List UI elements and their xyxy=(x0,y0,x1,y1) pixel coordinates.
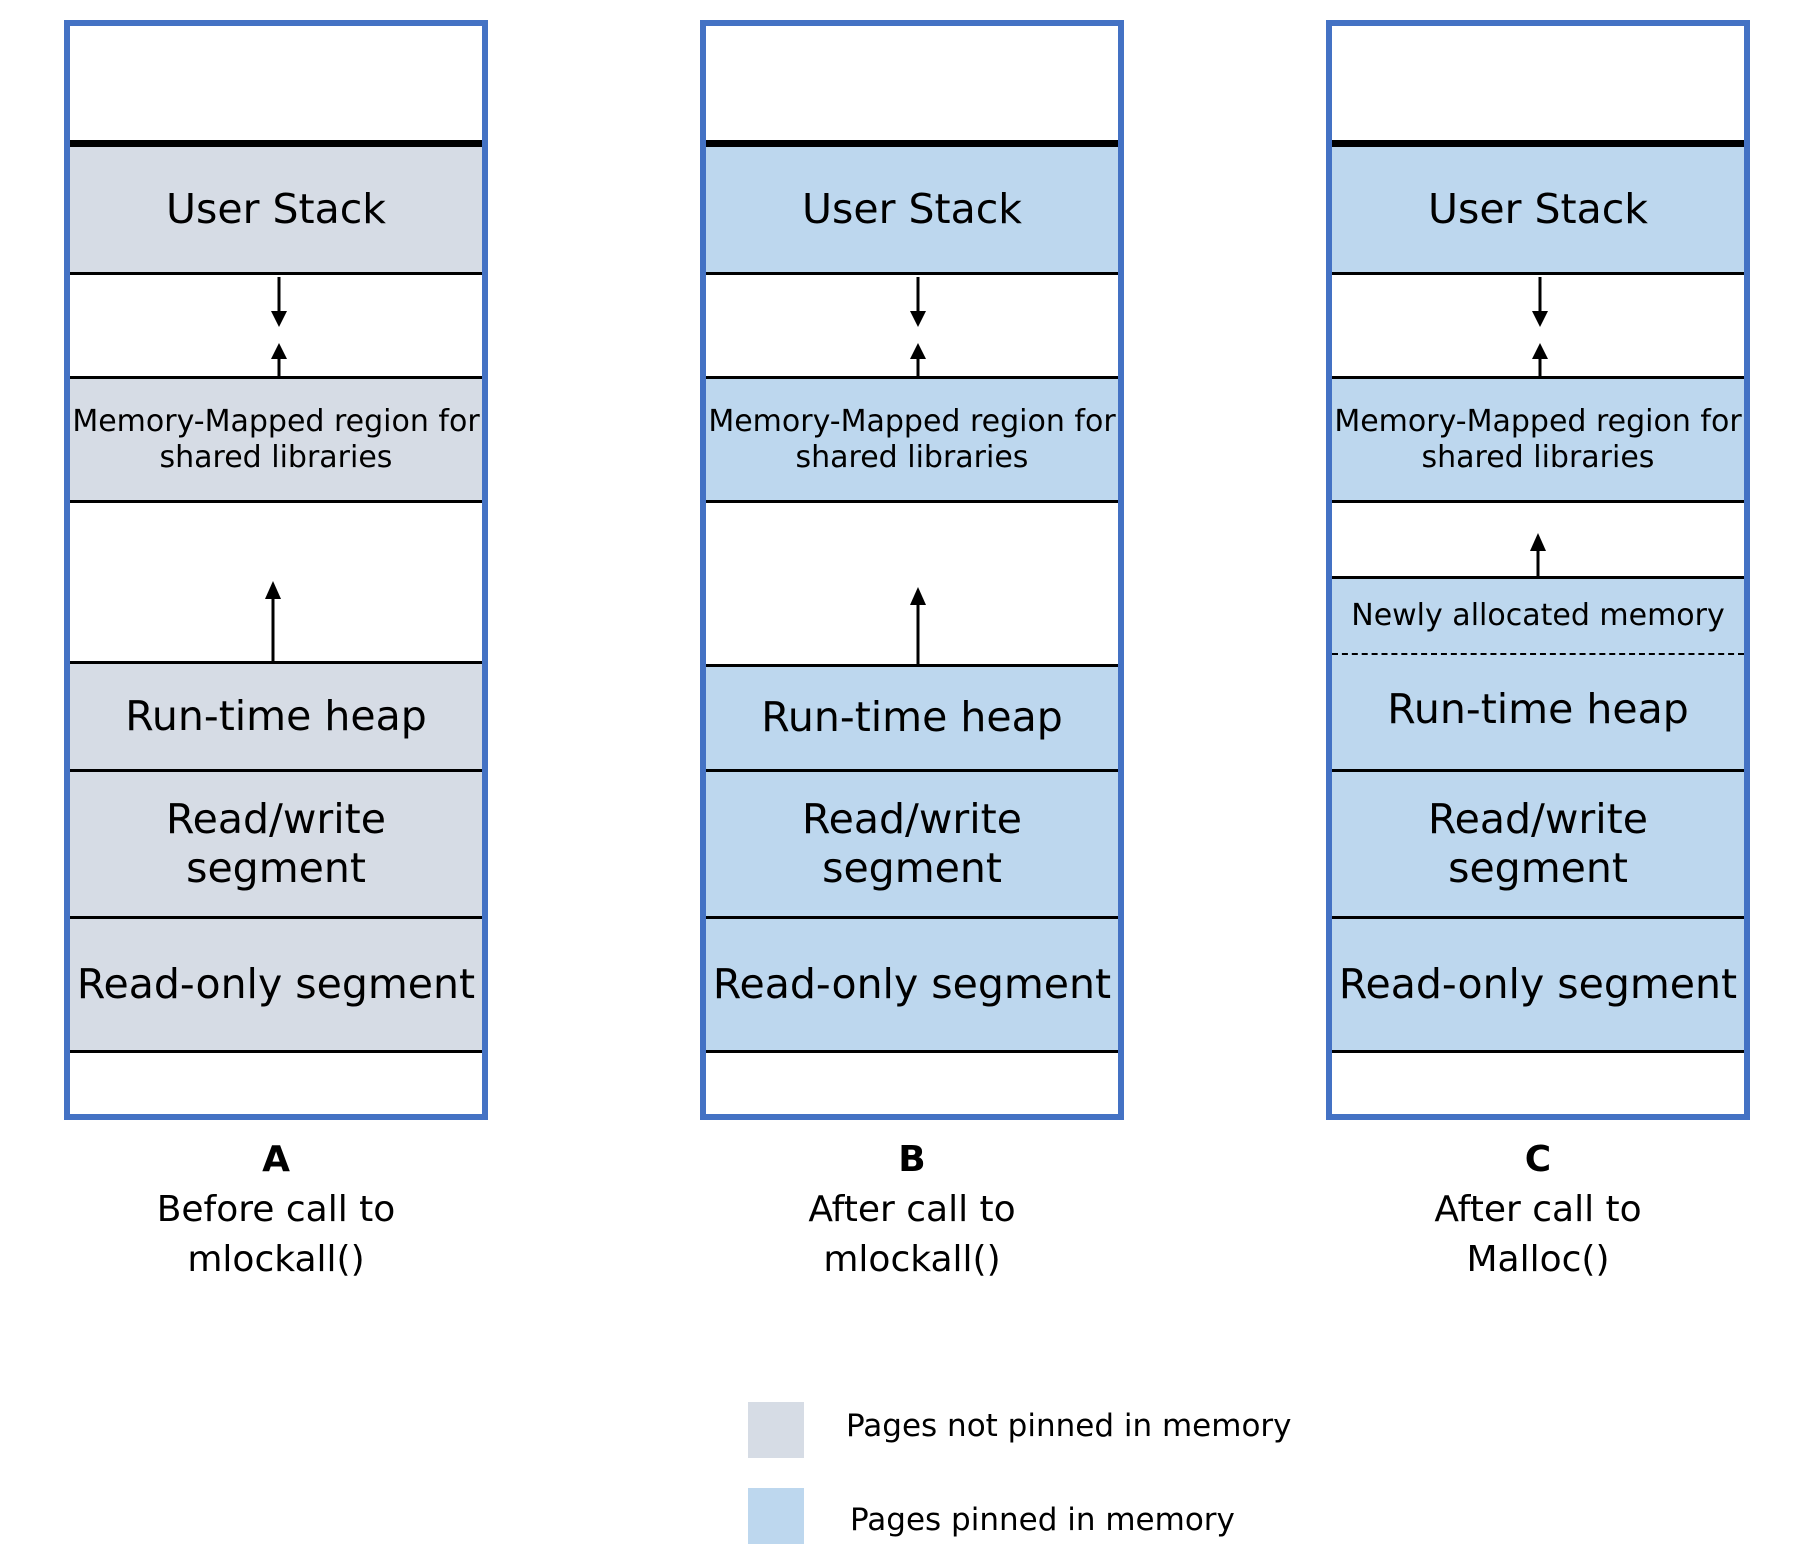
legend-swatch-not-pinned xyxy=(748,1402,804,1458)
mmap-region: Memory-Mapped region for shared librarie… xyxy=(706,376,1118,500)
user-stack-region: User Stack xyxy=(1332,140,1744,272)
stack-gap-region xyxy=(1332,272,1744,377)
mmap-label-line2: shared libraries xyxy=(159,439,393,475)
mmap-label-line1: Memory-Mapped region for xyxy=(708,403,1116,439)
rw-segment-label: Read/write segment xyxy=(802,794,1022,892)
new-memory-area: Newly allocated memory xyxy=(1332,579,1744,653)
caption-b: B After call to mlockall() xyxy=(700,1135,1124,1285)
memory-layout-b: User Stack Memory-Mapped region for shar… xyxy=(700,20,1124,1120)
heap-region: Newly allocated memory Run-time heap xyxy=(1332,576,1744,769)
panel-letter: C xyxy=(1524,1139,1552,1180)
user-stack-region: User Stack xyxy=(70,140,482,272)
up-arrow-icon xyxy=(1530,533,1546,579)
caption-line1: Before call to xyxy=(156,1189,396,1230)
heap-label: Run-time heap xyxy=(125,691,427,740)
stack-gap-region xyxy=(706,272,1118,377)
new-memory-label: Newly allocated memory xyxy=(1351,598,1725,633)
heap-region: Run-time heap xyxy=(70,661,482,769)
bottom-region xyxy=(70,1050,482,1114)
caption-line2: mlockall() xyxy=(823,1239,1001,1280)
ro-segment-label: Read-only segment xyxy=(712,959,1112,1008)
bottom-region xyxy=(1332,1050,1744,1114)
rw-segment-label: Read/write segment xyxy=(166,794,386,892)
heap-label: Run-time heap xyxy=(1387,685,1689,734)
heap-gap-region xyxy=(70,500,482,663)
growth-arrows-icon xyxy=(910,277,926,377)
ro-segment-label: Read-only segment xyxy=(76,959,476,1008)
mmap-label-line1: Memory-Mapped region for xyxy=(72,403,480,439)
mmap-label-line2: shared libraries xyxy=(1421,439,1655,475)
heap-region: Run-time heap xyxy=(706,664,1118,769)
panel-letter: A xyxy=(262,1139,290,1180)
up-arrow-icon xyxy=(910,587,926,667)
mmap-label-line2: shared libraries xyxy=(795,439,1029,475)
user-stack-label: User Stack xyxy=(166,184,386,233)
heap-label: Run-time heap xyxy=(761,693,1063,742)
mmap-label-line1: Memory-Mapped region for xyxy=(1334,403,1742,439)
rw-segment-label: Read/write segment xyxy=(1428,794,1648,892)
user-stack-label: User Stack xyxy=(1428,184,1648,233)
rw-segment-region: Read/write segment xyxy=(70,769,482,916)
heap-gap-region xyxy=(706,500,1118,667)
legend-label-pinned: Pages pinned in memory xyxy=(850,1502,1235,1538)
legend-swatch-pinned xyxy=(748,1488,804,1544)
stack-gap-region xyxy=(70,272,482,377)
caption-c: C After call to Malloc() xyxy=(1326,1135,1750,1285)
panel-letter: B xyxy=(898,1139,926,1180)
caption-line1: After call to xyxy=(1434,1189,1642,1230)
memory-layout-c: User Stack Memory-Mapped region for shar… xyxy=(1326,20,1750,1120)
caption-line2: Malloc() xyxy=(1466,1239,1610,1280)
user-stack-label: User Stack xyxy=(802,184,1022,233)
caption-a: A Before call to mlockall() xyxy=(64,1135,488,1285)
caption-line1: After call to xyxy=(808,1189,1016,1230)
memory-layout-a: User Stack Memory-Mapped region for shar… xyxy=(64,20,488,1120)
new-memory-divider xyxy=(1332,653,1744,655)
user-stack-region: User Stack xyxy=(706,140,1118,272)
bottom-region xyxy=(706,1050,1118,1114)
ro-segment-region: Read-only segment xyxy=(706,916,1118,1050)
ro-segment-label: Read-only segment xyxy=(1338,959,1738,1008)
heap-gap-region xyxy=(1332,500,1744,579)
ro-segment-region: Read-only segment xyxy=(70,916,482,1050)
mmap-region: Memory-Mapped region for shared librarie… xyxy=(70,376,482,500)
up-arrow-icon xyxy=(265,581,281,663)
mmap-region: Memory-Mapped region for shared librarie… xyxy=(1332,376,1744,500)
rw-segment-region: Read/write segment xyxy=(1332,769,1744,916)
heap-area: Run-time heap xyxy=(1332,655,1744,765)
growth-arrows-icon xyxy=(1532,277,1548,377)
legend-label-not-pinned: Pages not pinned in memory xyxy=(846,1408,1292,1444)
ro-segment-region: Read-only segment xyxy=(1332,916,1744,1050)
caption-line2: mlockall() xyxy=(187,1239,365,1280)
growth-arrows-icon xyxy=(271,277,287,377)
rw-segment-region: Read/write segment xyxy=(706,769,1118,916)
